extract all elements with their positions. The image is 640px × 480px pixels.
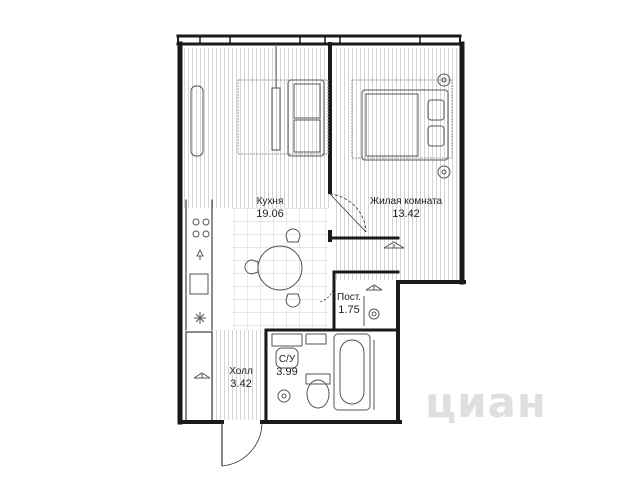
room-area: 3.99 <box>276 366 298 378</box>
doors <box>221 193 367 467</box>
floor-fills <box>184 48 460 420</box>
kitchen-furniture <box>189 44 329 324</box>
room-area: 1.75 <box>338 304 360 316</box>
room-name: С/У <box>278 354 296 365</box>
room-area: 19.06 <box>256 208 284 220</box>
room-label-closet: Пост. 1.75 <box>332 292 366 316</box>
watermark-logo: циан <box>425 378 547 427</box>
room-name: Жилая комната <box>369 196 443 207</box>
room-name: Кухня <box>256 196 284 207</box>
room-label-hall: Холл 3.42 <box>222 366 260 390</box>
room-area: 3.42 <box>230 378 252 390</box>
room-label-bath: С/У 3.99 <box>272 354 302 378</box>
room-name: Пост. <box>337 292 361 303</box>
walls <box>176 34 466 425</box>
bathroom-fixtures <box>271 333 375 411</box>
closet-items <box>193 284 383 379</box>
room-label-kitchen: Кухня 19.06 <box>242 196 298 220</box>
living-furniture <box>351 73 453 249</box>
room-area: 13.42 <box>392 208 420 220</box>
room-name: Холл <box>229 366 253 377</box>
room-label-living: Жилая комната 13.42 <box>356 196 456 220</box>
